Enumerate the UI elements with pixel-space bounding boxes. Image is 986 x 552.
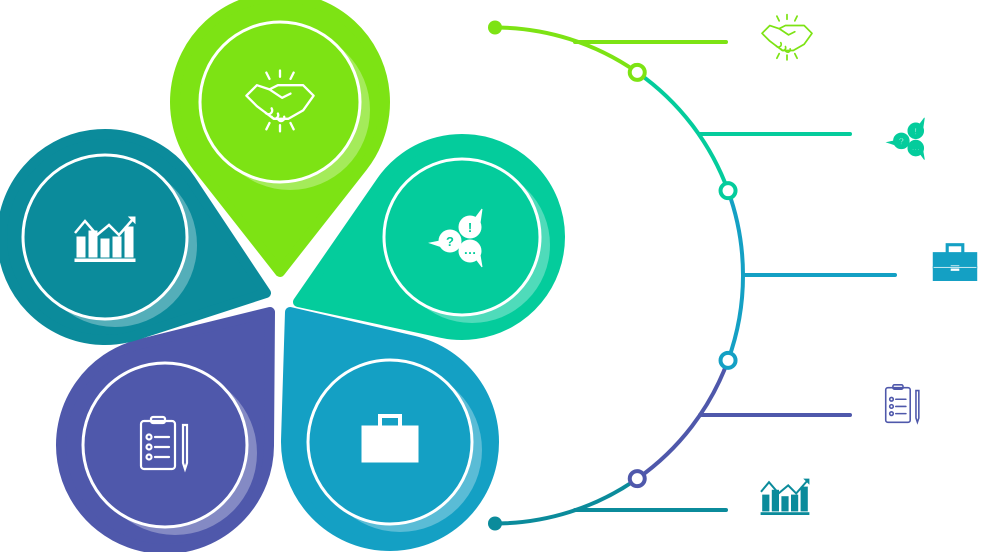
arc-segment-discussion: [636, 70, 730, 192]
arc-node: [627, 62, 647, 82]
petal-inner-ring: [198, 20, 362, 184]
arc-end-dot: [488, 20, 502, 35]
side-bar-chart-growth-icon: [759, 477, 811, 516]
arc-node: [627, 469, 647, 489]
arc-node: [718, 181, 738, 201]
chat-glyph: …: [464, 242, 477, 257]
side-icon-column: [759, 13, 979, 516]
arc-segment-business: [726, 189, 745, 362]
side-clipboard-checklist-icon: [884, 384, 920, 424]
petal-inner-ring: [81, 361, 249, 529]
arc-segment-growth: [494, 477, 639, 526]
arc-segment-handshake: [494, 25, 639, 74]
petal-cluster: ?! …: [0, 0, 565, 552]
timeline-arc: [488, 20, 897, 531]
petal-discussion: ?! …: [293, 134, 565, 340]
petal-checklist: [56, 307, 275, 552]
petal-growth: [0, 129, 271, 345]
petal-business: [281, 307, 499, 551]
chat-glyph: !: [468, 220, 472, 235]
petal-inner-ring: [21, 153, 189, 321]
arc-end-dot: [488, 516, 502, 531]
arc-node: [718, 350, 738, 370]
petal-handshake: [170, 0, 390, 277]
arc-segment-checklist: [636, 359, 730, 481]
side-handshake-icon: [761, 13, 813, 61]
side-briefcase-icon: [931, 243, 979, 283]
petal-inner-ring: [382, 157, 542, 317]
chat-glyph: ?: [446, 234, 454, 249]
side-chat-bubbles-icon: [886, 117, 925, 160]
